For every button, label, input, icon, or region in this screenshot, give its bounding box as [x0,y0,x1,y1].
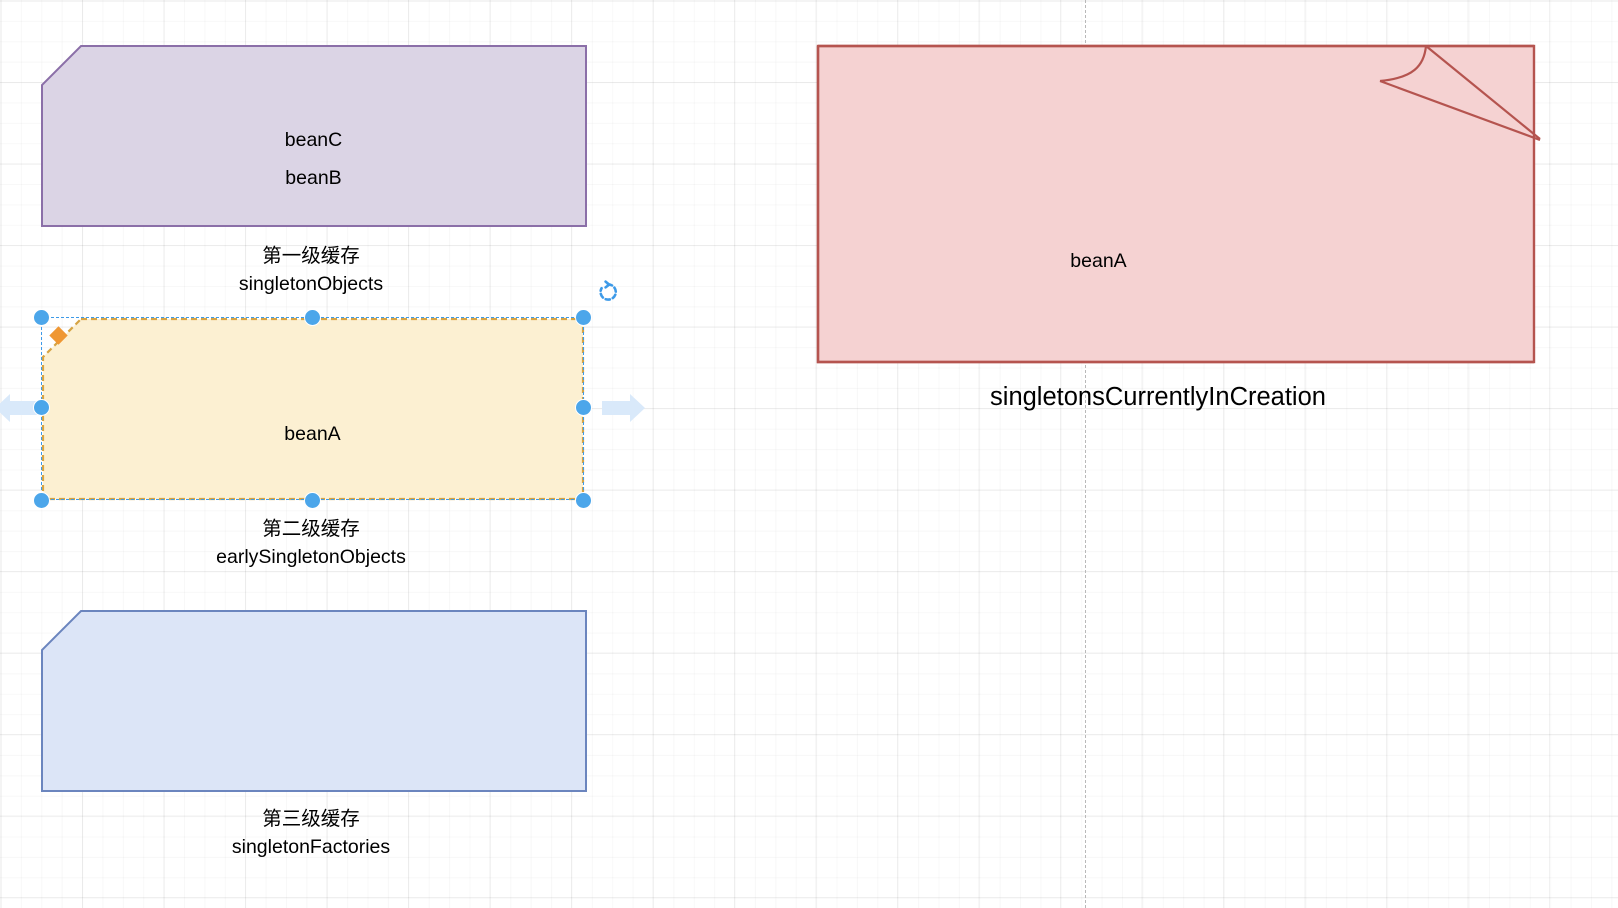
pink-note-curl-edge-top [1425,45,1541,140]
caption-in-creation-en: singletonsCurrentlyInCreation [990,383,1326,411]
caption-level-3-en: singletonFactories [231,835,391,858]
handle-bottom-right[interactable] [575,492,592,509]
connector-arrow-right[interactable] [602,393,646,423]
pink-note-curl-arc [1379,45,1428,83]
pink-note-rect-fill [818,46,1534,362]
pink-note-outline [816,44,1534,364]
arrow-left-icon [0,394,38,422]
handle-middle-right[interactable] [575,399,592,416]
singleton-objects-bean-b-label: beanB [285,167,342,189]
singleton-factories-shape[interactable] [41,610,587,792]
vertical-alignment-guide [1085,0,1086,908]
handle-top-center[interactable] [304,309,321,326]
caption-in-creation: singletonsCurrentlyInCreation [858,379,1458,415]
arrow-right-icon [602,394,645,422]
pink-note-curl-edge-bottom [1379,79,1541,142]
early-singleton-objects-bean-a-label: beanA [284,423,341,445]
rotate-handle[interactable] [596,280,620,304]
selection-outline [41,317,584,500]
handle-bottom-center[interactable] [304,492,321,509]
pink-note-curl-fill [1380,46,1539,138]
singletons-currently-in-creation-shape[interactable] [816,44,1541,366]
connector-arrow-left[interactable] [0,393,38,423]
singleton-objects-bean-c-label: beanC [284,129,343,151]
caption-level-1-en: singletonObjects [238,272,384,295]
caption-level-1-cn: 第一级缓存 [262,245,360,267]
singleton-factories-polygon [41,610,587,792]
caption-level-3: 第三级缓存 singletonFactories [111,806,511,861]
caption-level-3-cn: 第三级缓存 [262,808,360,830]
handle-middle-left[interactable] [33,399,50,416]
pink-note-border [816,44,1536,364]
pink-note-body-fill [818,46,1534,362]
caption-level-2-en: earlySingletonObjects [216,545,406,568]
singletons-currently-in-creation-bean-a-label: beanA [1070,250,1127,272]
handle-bottom-left[interactable] [33,492,50,509]
handle-top-right[interactable] [575,309,592,326]
caption-level-1: 第一级缓存 singletonObjects [111,243,511,298]
caption-level-2-cn: 第二级缓存 [262,518,360,540]
caption-level-2: 第二级缓存 earlySingletonObjects [111,516,511,571]
handle-top-left[interactable] [33,309,50,326]
